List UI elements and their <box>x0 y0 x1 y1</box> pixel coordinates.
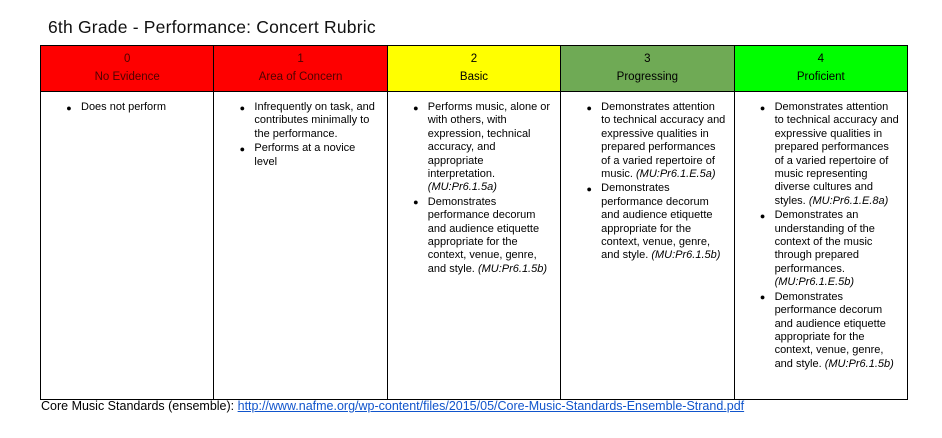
standard-code: (MU:Pr6.1.E.8a) <box>808 194 889 207</box>
item-text: Performs music, alone or with others, wi… <box>427 101 551 181</box>
item-text: Demonstrates performance decorum and aud… <box>774 290 886 370</box>
cell-no-evidence: ● Does not perform <box>39 91 215 400</box>
item-text: Does not perform <box>81 101 166 113</box>
item-text: Demonstrates an understanding of the con… <box>774 209 875 275</box>
standard-code: (MU:Pr6.1.5a) <box>427 181 497 194</box>
cell-area-of-concern: ● Infrequently on task, and contributes … <box>213 91 388 400</box>
list-item: ● Demonstrates attention to technical ac… <box>577 101 727 181</box>
header-proficient: 4 Proficient <box>733 45 909 92</box>
footer: Core Music Standards (ensemble): http://… <box>41 399 744 413</box>
cell-basic: ● Performs music, alone or with others, … <box>386 91 562 400</box>
item-text: Demonstrates performance decorum and aud… <box>601 182 713 262</box>
item-text: Performs at a novice level <box>254 142 356 168</box>
rubric-header-row: 0 No Evidence 1 Area of Concern 2 Basic … <box>39 45 909 92</box>
header-label-0: No Evidence <box>94 70 160 83</box>
list-item: ● Demonstrates an understanding of the c… <box>751 209 901 289</box>
header-score-4: 4 <box>817 52 824 65</box>
bullet-icon: ● <box>759 210 766 221</box>
bullet-icon: ● <box>413 102 419 113</box>
header-score-0: 0 <box>123 52 131 65</box>
page-title: 6th Grade - Performance: Concert Rubric <box>48 17 376 37</box>
bullet-icon: ● <box>759 102 766 113</box>
bullet-icon: ● <box>66 102 72 113</box>
cell-proficient: ● Demonstrates attention to technical ac… <box>733 91 909 400</box>
header-label-4: Proficient <box>796 70 845 83</box>
bullet-icon: ● <box>239 143 246 154</box>
header-label-3: Progressing <box>616 70 679 83</box>
bullet-icon: ● <box>239 102 246 113</box>
header-basic: 2 Basic <box>386 45 562 92</box>
bullet-icon: ● <box>413 197 419 208</box>
header-area-of-concern: 1 Area of Concern <box>213 45 388 92</box>
rubric-body-row: ● Does not perform ● Infrequently on tas… <box>39 91 909 400</box>
header-no-evidence: 0 No Evidence <box>39 45 215 92</box>
item-text: Demonstrates attention to technical accu… <box>601 101 726 181</box>
item-text: Demonstrates performance decorum and aud… <box>427 195 540 275</box>
list-item: ● Demonstrates performance decorum and a… <box>751 291 901 371</box>
header-score-2: 2 <box>470 52 478 65</box>
footer-label: Core Music Standards (ensemble): <box>41 399 235 413</box>
list-item: ● Demonstrates performance decorum and a… <box>577 182 727 262</box>
list-item: ● Demonstrates attention to technical ac… <box>751 101 901 208</box>
list-item: ● Infrequently on task, and contributes … <box>230 101 380 141</box>
header-progressing: 3 Progressing <box>560 45 735 92</box>
header-label-1: Area of Concern <box>258 70 343 83</box>
list-item: ● Performs music, alone or with others, … <box>404 101 554 195</box>
item-text: Demonstrates attention to technical accu… <box>774 101 899 207</box>
standard-code: (MU:Pr6.1.5b) <box>651 249 721 262</box>
header-score-3: 3 <box>644 52 651 65</box>
bullet-icon: ● <box>586 183 592 194</box>
header-score-1: 1 <box>297 52 304 65</box>
list-item: ● Demonstrates performance decorum and a… <box>404 196 554 276</box>
footer-link[interactable]: http://www.nafme.org/wp-content/files/20… <box>237 399 745 413</box>
header-label-2: Basic <box>459 70 489 83</box>
cell-progressing: ● Demonstrates attention to technical ac… <box>560 91 735 400</box>
standard-code: (MU:Pr6.1.E.5b) <box>774 276 855 289</box>
standard-code: (MU:Pr6.1.E.5a) <box>636 168 716 181</box>
item-text: Infrequently on task, and contributes mi… <box>254 101 375 140</box>
list-item: ● Performs at a novice level <box>230 142 380 169</box>
rubric-table: 0 No Evidence 1 Area of Concern 2 Basic … <box>39 45 909 400</box>
bullet-icon: ● <box>759 292 766 303</box>
bullet-icon: ● <box>586 102 592 113</box>
standard-code: (MU:Pr6.1.5b) <box>824 357 894 370</box>
standard-code: (MU:Pr6.1.5b) <box>477 262 548 275</box>
list-item: ● Does not perform <box>57 101 207 115</box>
